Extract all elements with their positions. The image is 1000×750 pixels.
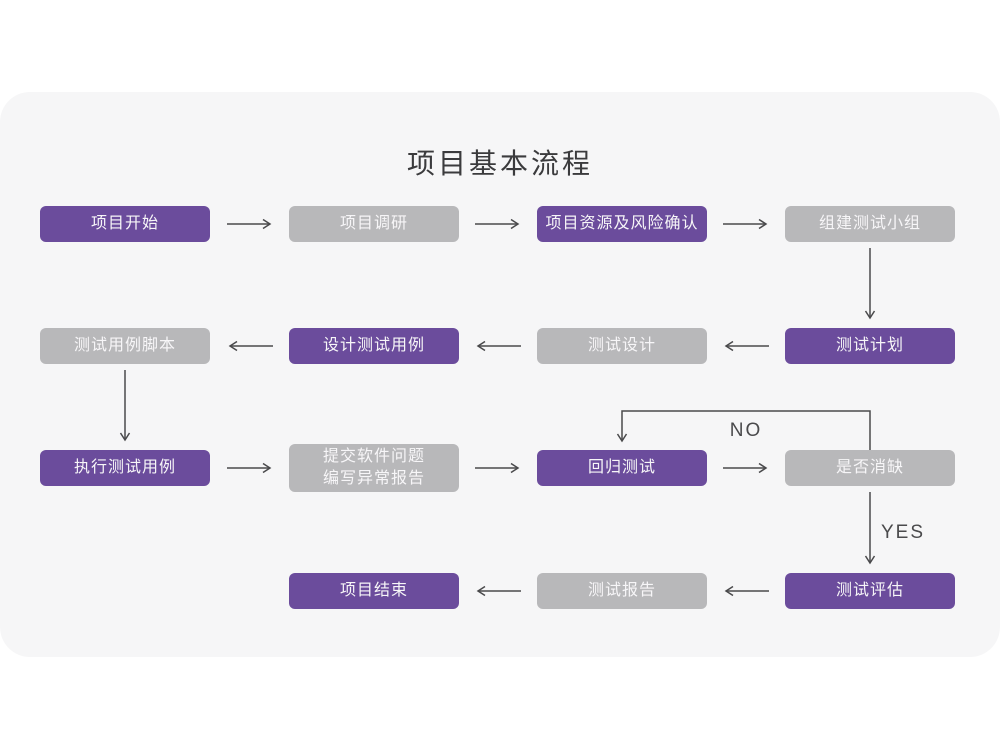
node-label: 项目调研 [339,215,408,232]
node-label: 测试计划 [835,337,904,354]
node-label: 执行测试用例 [73,459,176,476]
node-design-test-cases: 设计测试用例 [289,328,459,364]
node-label: 测试设计 [587,337,656,354]
node-label: 项目结束 [339,582,408,599]
node-test-plan: 测试计划 [785,328,955,364]
node-label: 项目资源及风险确认 [545,215,699,232]
diagram-title: 项目基本流程 [406,148,593,179]
node-label: 项目开始 [90,215,159,232]
node-label: 回归测试 [587,459,656,476]
node-test-design: 测试设计 [537,328,707,364]
node-label: 测试用例脚本 [73,337,176,354]
node-label: 测试报告 [587,582,656,599]
node-label: 是否消缺 [835,459,904,476]
node-label-line2: 编写异常报告 [322,470,425,487]
node-label: 组建测试小组 [818,215,921,232]
flowchart-card [0,92,1000,657]
node-defect-cleared-check: 是否消缺 [785,450,955,486]
node-label: 设计测试用例 [322,337,425,354]
node-execute-test-cases: 执行测试用例 [40,450,210,486]
node-test-case-scripts: 测试用例脚本 [40,328,210,364]
node-label-line1: 提交软件问题 [322,448,425,465]
node-test-report: 测试报告 [537,573,707,609]
node-submit-issues-report: 提交软件问题 编写异常报告 [289,444,459,492]
node-label: 测试评估 [835,582,904,599]
node-test-evaluate: 测试评估 [785,573,955,609]
node-build-test-team: 组建测试小组 [785,206,955,242]
node-project-start: 项目开始 [40,206,210,242]
node-regression-test: 回归测试 [537,450,707,486]
node-project-end: 项目结束 [289,573,459,609]
node-resource-risk-confirm: 项目资源及风险确认 [537,206,707,242]
node-project-research: 项目调研 [289,206,459,242]
